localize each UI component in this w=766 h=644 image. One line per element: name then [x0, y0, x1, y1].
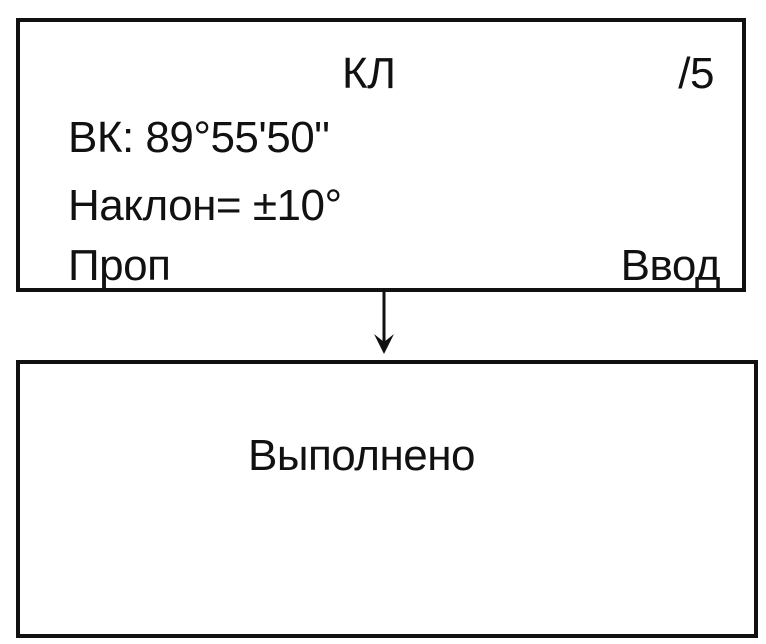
display-screen-compensator: КЛ /5 ВК: 89°55'50" Наклон= ±10° Проп Вв…	[16, 18, 746, 292]
page-indicator: /5	[678, 49, 714, 98]
tilt-range-readout: Наклон= ±10°	[68, 181, 342, 230]
enter-softkey[interactable]: Ввод	[620, 241, 721, 290]
vertical-circle-readout: ВК: 89°55'50"	[68, 113, 330, 162]
completed-message: Выполнено	[248, 431, 476, 480]
skip-softkey[interactable]: Проп	[68, 241, 171, 290]
arrow-down-icon	[374, 290, 394, 354]
face-mode-label: КЛ	[342, 49, 396, 98]
display-screen-result: Выполнено	[16, 360, 758, 638]
